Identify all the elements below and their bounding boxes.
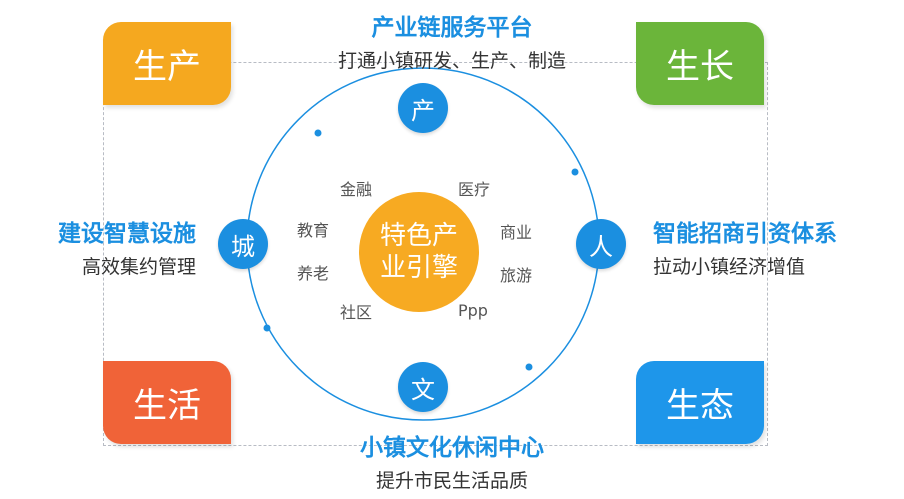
center-line-1: 特色产 — [379, 221, 458, 251]
caption-left-title: 建设智慧设施 — [58, 221, 196, 247]
node-people: 人 — [576, 219, 626, 269]
node-culture: 文 — [398, 362, 448, 412]
orbit-dot — [525, 363, 533, 371]
dashed-frame — [103, 62, 768, 446]
node-industry: 产 — [398, 83, 448, 133]
corner-production: 生产 — [103, 22, 231, 105]
node-city: 城 — [218, 219, 268, 269]
orbit-dot — [571, 168, 579, 176]
keyword-finance: 金融 — [340, 180, 373, 199]
keyword-education: 教育 — [297, 221, 330, 240]
caption-top-subtitle: 打通小镇研发、生产、制造 — [337, 50, 566, 72]
keyword-tourism: 旅游 — [500, 266, 533, 285]
caption-bottom-subtitle: 提升市民生活品质 — [375, 470, 528, 492]
caption-right-title: 智能招商引资体系 — [653, 221, 837, 247]
corner-growth: 生长 — [636, 22, 764, 105]
caption-top-title: 产业链服务平台 — [371, 15, 533, 41]
center-line-2: 业引擎 — [379, 253, 458, 283]
center-engine: 特色产 业引擎 — [359, 192, 479, 312]
caption-right-subtitle: 拉动小镇经济增值 — [653, 256, 806, 278]
orbit-dot — [314, 129, 322, 137]
caption-left-subtitle: 高效集约管理 — [81, 256, 196, 278]
caption-right: 智能招商引资体系 拉动小镇经济增值 — [653, 214, 903, 279]
caption-left: 建设智慧设施 高效集约管理 — [6, 214, 196, 279]
caption-top: 产业链服务平台 打通小镇研发、生产、制造 — [252, 8, 652, 73]
orbit-dot — [263, 324, 271, 332]
caption-bottom: 小镇文化休闲中心 提升市民生活品质 — [252, 428, 652, 493]
keyword-elderly-care: 养老 — [297, 264, 330, 283]
keyword-commerce: 商业 — [500, 223, 533, 242]
corner-ecology: 生态 — [636, 361, 764, 444]
keyword-medical: 医疗 — [458, 180, 491, 199]
caption-bottom-title: 小镇文化休闲中心 — [360, 435, 544, 461]
keyword-ppp: Ppp — [458, 301, 488, 320]
corner-life: 生活 — [103, 361, 231, 444]
keyword-community: 社区 — [340, 303, 373, 322]
